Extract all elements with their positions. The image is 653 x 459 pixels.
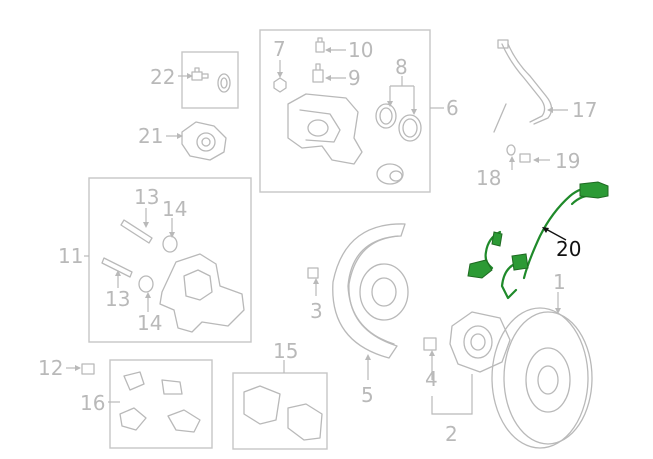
callout-8: 8: [395, 55, 408, 79]
callout-7: 7: [273, 37, 286, 61]
part-10-cap[interactable]: [315, 37, 325, 53]
callout-5: 5: [361, 383, 374, 407]
part-3-bolt[interactable]: [307, 267, 319, 279]
part-9-pin[interactable]: [312, 63, 324, 83]
callout-6: 6: [446, 96, 459, 120]
part-6-caliper[interactable]: [287, 93, 404, 185]
callout-1: 1: [553, 270, 566, 294]
callout-12: 12: [38, 356, 63, 380]
callout-21: 21: [138, 124, 163, 148]
callout-2: 2: [445, 422, 458, 446]
callout-3: 3: [310, 299, 323, 323]
part-14-lower-boot[interactable]: [138, 275, 154, 293]
part-17-brake-hose[interactable]: [493, 39, 553, 133]
part-14-upper-boot[interactable]: [162, 235, 178, 253]
callout-16: 16: [80, 391, 105, 415]
arrowheads: [75, 47, 561, 371]
callout-9: 9: [348, 66, 361, 90]
part-21-housing[interactable]: [181, 121, 227, 161]
group-box-15: [232, 372, 328, 450]
part-16-clips[interactable]: [119, 371, 201, 433]
part-19-bolt[interactable]: [519, 153, 531, 163]
part-2-hub-bearing[interactable]: [449, 311, 511, 373]
callout-11: 11: [58, 244, 83, 268]
part-20-wheel-speed-sensor[interactable]: [467, 181, 609, 300]
part-4-bolt[interactable]: [423, 337, 437, 351]
callout-13-upper: 13: [134, 185, 159, 209]
callout-18: 18: [476, 166, 501, 190]
leader-lines: [66, 49, 568, 415]
callout-10: 10: [348, 38, 373, 62]
callout-14-lower: 14: [137, 311, 162, 335]
part-8-seals[interactable]: [375, 103, 422, 142]
callout-13-lower: 13: [105, 287, 130, 311]
callout-15: 15: [273, 339, 298, 363]
group-box-6: [259, 29, 431, 193]
callout-labels: 22 21 7 10 9 8 6 17 18 19 20 13 14 11 13…: [38, 37, 597, 446]
callout-22: 22: [150, 65, 175, 89]
group-box-22: [181, 51, 239, 109]
callout-19: 19: [555, 149, 580, 173]
part-11-carrier[interactable]: [159, 253, 245, 333]
part-15-brake-pads[interactable]: [243, 385, 323, 441]
part-12-bolt[interactable]: [81, 363, 95, 375]
part-22-bolt-washer[interactable]: [191, 67, 231, 93]
part-1-brake-rotor[interactable]: [491, 307, 593, 449]
group-box-11: [88, 177, 252, 343]
part-13-upper-bolt[interactable]: [120, 219, 153, 244]
callout-14-upper: 14: [162, 197, 187, 221]
part-13-lower-bolt[interactable]: [101, 257, 133, 278]
part-18-washer[interactable]: [506, 144, 516, 156]
part-7-bleeder[interactable]: [273, 77, 287, 93]
callout-20: 20: [556, 237, 581, 261]
part-5-dust-shield[interactable]: [332, 223, 409, 359]
group-box-16: [109, 359, 213, 449]
callout-4: 4: [425, 367, 438, 391]
callout-17: 17: [572, 98, 597, 122]
